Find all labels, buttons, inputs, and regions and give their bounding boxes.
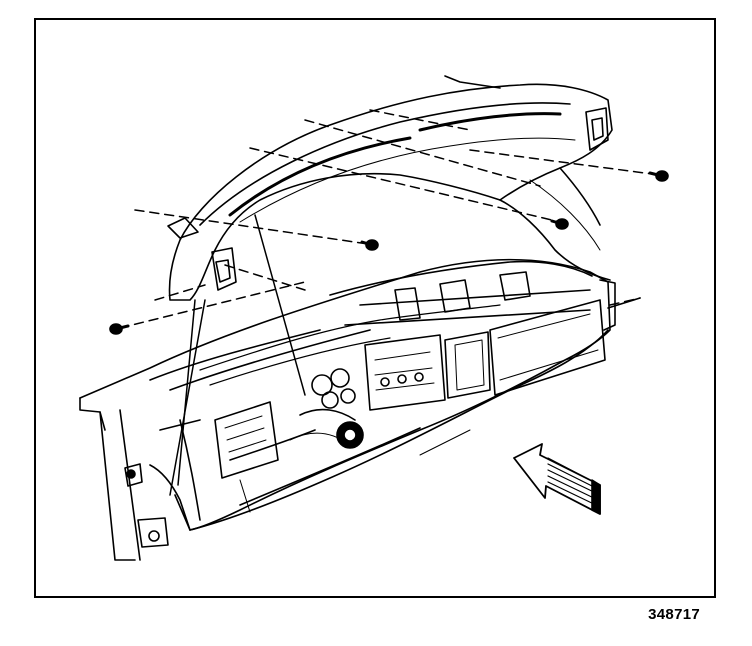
screw-icon <box>109 323 130 335</box>
direction-arrow-icon <box>513 443 601 515</box>
screw-icon <box>550 218 569 230</box>
leader-lines <box>169 214 306 496</box>
figure-id-number: 348717 <box>648 606 700 623</box>
fastener-alignment-lines <box>119 109 661 329</box>
instrument-panel-carrier <box>79 258 641 561</box>
upper-trim-pad <box>167 75 613 301</box>
screw-icon <box>648 170 669 182</box>
illustration-frame <box>34 18 716 598</box>
screw-icon <box>360 239 379 251</box>
